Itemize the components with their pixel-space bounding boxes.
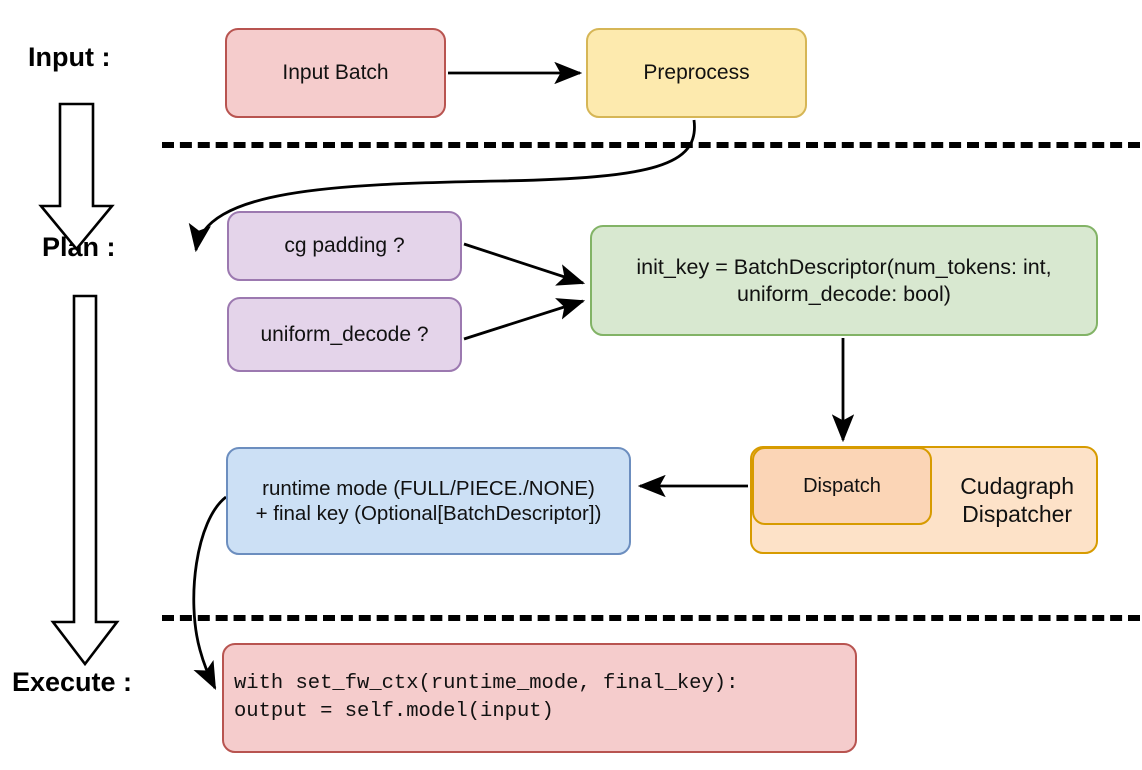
- flow-arrow-plan-to-execute: [50, 294, 120, 667]
- node-dispatch[interactable]: Dispatch: [752, 447, 932, 525]
- divider-plan-execute: [162, 615, 1140, 621]
- node-preprocess[interactable]: Preprocess: [586, 28, 807, 118]
- stage-label-input: Input :: [28, 42, 111, 72]
- edge-cg-padding-to-init-key: [463, 242, 586, 286]
- node-input-batch-label: Input Batch: [282, 61, 389, 85]
- node-runtime-mode-label: runtime mode (FULL/PIECE./NONE) + final …: [255, 477, 602, 525]
- flow-arrow-input-to-plan: [38, 102, 115, 252]
- node-input-batch[interactable]: Input Batch: [225, 28, 446, 118]
- stage-label-plan: Plan :: [42, 232, 116, 262]
- node-dispatch-label: Dispatch: [803, 474, 881, 497]
- node-exec-code[interactable]: with set_fw_ctx(runtime_mode, final_key)…: [222, 643, 857, 753]
- node-cg-padding[interactable]: cg padding ?: [227, 211, 462, 281]
- node-cudagraph-dispatcher-label: Cudagraph Dispatcher: [960, 472, 1074, 527]
- stage-label-execute: Execute :: [12, 667, 133, 697]
- divider-input-plan: [162, 142, 1140, 148]
- edge-uniform-decode-to-init-key: [463, 298, 586, 341]
- node-uniform-decode[interactable]: uniform_decode ?: [227, 297, 462, 372]
- node-init-key-label: init_key = BatchDescriptor(num_tokens: i…: [636, 255, 1052, 306]
- node-preprocess-label: Preprocess: [643, 61, 750, 85]
- node-init-key[interactable]: init_key = BatchDescriptor(num_tokens: i…: [590, 225, 1098, 336]
- node-cg-padding-label: cg padding ?: [284, 234, 405, 258]
- node-uniform-decode-label: uniform_decode ?: [260, 322, 429, 346]
- node-runtime-mode[interactable]: runtime mode (FULL/PIECE./NONE) + final …: [226, 447, 631, 555]
- node-exec-code-label: with set_fw_ctx(runtime_mode, final_key)…: [234, 672, 739, 723]
